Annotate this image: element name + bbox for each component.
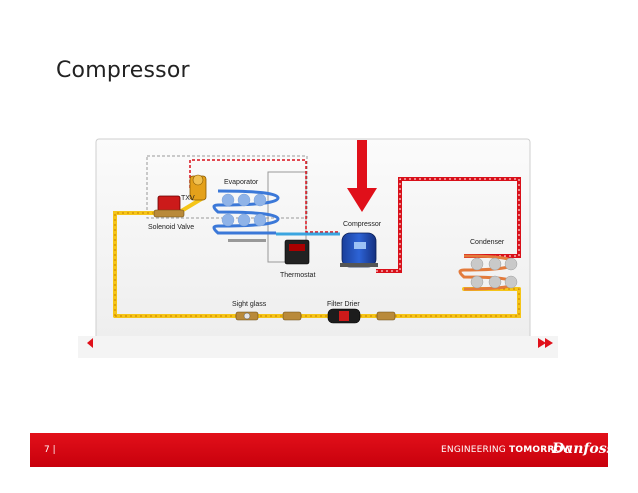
inline-fitting-right bbox=[376, 311, 396, 321]
inline-fitting-left bbox=[282, 311, 302, 321]
fast-forward-arrow-icon[interactable] bbox=[538, 338, 553, 348]
txv-pilot-line bbox=[189, 159, 340, 233]
thermostat bbox=[284, 239, 310, 265]
footer-tagline: ENGINEERING TOMORROW bbox=[441, 445, 572, 455]
label-solenoid-valve: Solenoid Valve bbox=[148, 224, 194, 231]
label-txv: TXV bbox=[181, 195, 195, 202]
solenoid-valve bbox=[153, 195, 185, 218]
condenser-fans bbox=[470, 257, 518, 289]
diagram-panel bbox=[95, 138, 531, 340]
label-condenser: Condenser bbox=[470, 239, 505, 246]
filter-drier bbox=[327, 308, 361, 324]
rewind-arrow-icon[interactable] bbox=[87, 338, 99, 348]
tagline-bold: TOMORROW bbox=[509, 445, 573, 455]
page-number: 7 | bbox=[44, 445, 56, 455]
label-evaporator: Evaporator bbox=[224, 179, 259, 186]
label-thermostat: Thermostat bbox=[280, 272, 315, 279]
tagline-prefix: ENGINEERING bbox=[441, 445, 510, 455]
footer-bar: 7 | ENGINEERING TOMORROW Danfoss bbox=[30, 433, 615, 467]
refrigeration-cycle-diagram: Evaporator TXV Solenoid Valve Compressor… bbox=[78, 136, 558, 358]
txv-valve bbox=[189, 174, 207, 201]
evaporator-fans bbox=[221, 193, 267, 227]
label-sight-glass: Sight glass bbox=[232, 301, 267, 308]
danfoss-logo: Danfoss bbox=[552, 441, 615, 457]
diagram-canvas: Evaporator TXV Solenoid Valve Compressor… bbox=[78, 138, 558, 358]
evaporator-coil bbox=[212, 189, 280, 235]
player-bar bbox=[78, 336, 558, 358]
compressor-unit bbox=[340, 232, 378, 268]
label-filter-drier: Filter Drier bbox=[327, 301, 360, 308]
label-compressor: Compressor bbox=[343, 221, 382, 228]
slide-title: Compressor bbox=[56, 58, 190, 83]
sight-glass bbox=[235, 311, 259, 321]
compressor-pointer-arrow bbox=[347, 140, 377, 212]
liquid-line-dash bbox=[114, 212, 520, 317]
evaporator-drip-tray bbox=[228, 239, 266, 242]
